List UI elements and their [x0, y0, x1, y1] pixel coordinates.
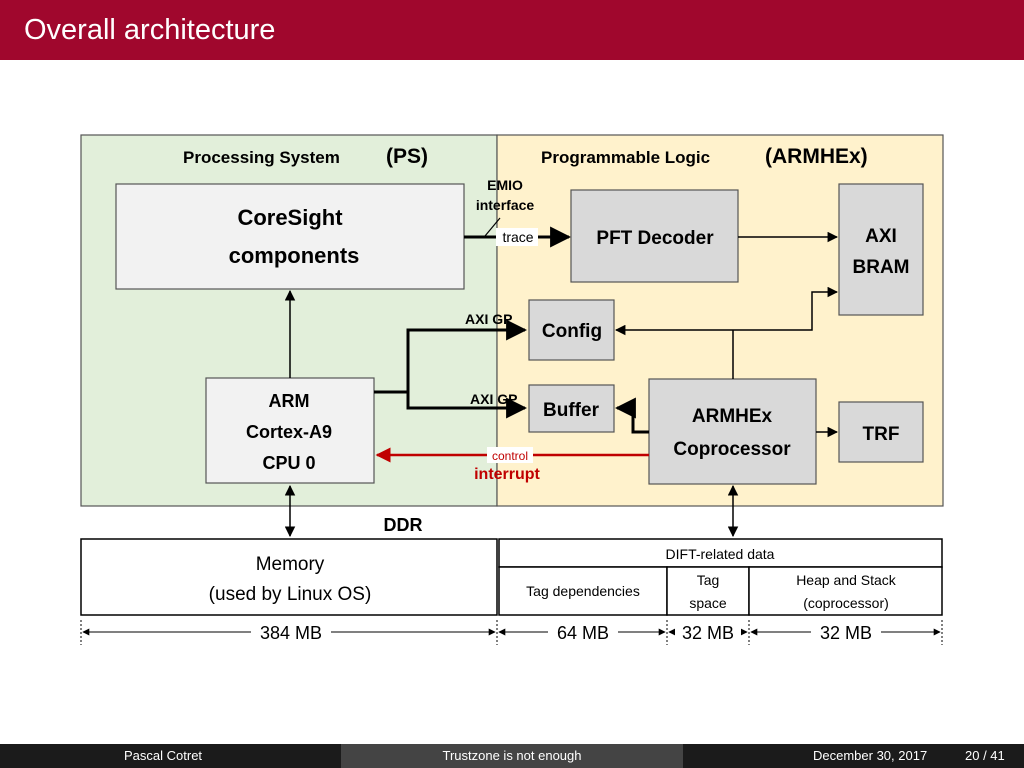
footer-author: Pascal Cotret [124, 748, 203, 763]
ddr-label: DDR [384, 515, 423, 535]
memory-line1: Memory [256, 554, 325, 575]
heap-stack-line2: (coprocessor) [803, 595, 889, 611]
coprocessor-line2: Coprocessor [673, 439, 791, 460]
title-bar: Overall architecture [0, 0, 1024, 60]
size-tagspace-label: 32 MB [682, 623, 734, 643]
config-block [528, 299, 615, 361]
footer-talk-title: Trustzone is not enough [442, 748, 582, 763]
pl-abbr: (ARMHEx) [765, 145, 868, 168]
ps-label: Processing System [183, 148, 340, 167]
emio-label-line2: interface [476, 197, 535, 213]
trf-block [838, 401, 924, 463]
ps-abbr: (PS) [386, 145, 428, 168]
emio-label-line1: EMIO [487, 177, 523, 193]
pft-decoder-block [570, 189, 739, 283]
heap-stack-cell [748, 566, 943, 616]
axi-bram-line2: BRAM [853, 257, 910, 278]
arm-cpu-line1: ARM [269, 391, 310, 411]
heap-stack-line1: Heap and Stack [796, 572, 897, 588]
arm-cpu-line2: Cortex-A9 [246, 422, 332, 442]
pft-decoder-label: PFT Decoder [596, 228, 714, 249]
coprocessor-to-buffer-arrow [614, 397, 649, 434]
axi-gp-bus-buffer [406, 392, 528, 419]
arm-cpu-line3: CPU 0 [262, 453, 315, 473]
coresight-block [115, 183, 465, 290]
tag-dependencies-label: Tag dependencies [526, 583, 640, 599]
tag-space-line1: Tag [697, 572, 720, 588]
trace-label: trace [502, 229, 533, 245]
size-tagspace-bg [675, 622, 741, 642]
architecture-diagram: Processing System (PS) Programmable Logi… [80, 134, 944, 645]
control-label: control [492, 449, 528, 463]
coresight-label-line1: CoreSight [237, 205, 343, 230]
footer-author-section: Pascal Cotret [0, 744, 341, 768]
axi-gp-label-1: AXI GP [465, 311, 512, 327]
footer-date-section: December 30, 2017 20 / 41 [683, 744, 1024, 768]
config-label: Config [542, 321, 602, 342]
size-tagdep-label: 64 MB [557, 623, 609, 643]
control-label-bg [487, 447, 533, 463]
arm-cpu-block [205, 377, 375, 484]
size-heap-bg [811, 622, 881, 642]
interrupt-label: interrupt [474, 466, 540, 483]
footer-date: December 30, 2017 [813, 748, 928, 763]
coprocessor-line1: ARMHEx [692, 406, 773, 427]
trace-label-bg [496, 228, 538, 246]
slide-title: Overall architecture [24, 14, 276, 46]
memory-line2: (used by Linux OS) [209, 584, 372, 605]
tag-space-line2: space [689, 595, 727, 611]
axi-bram-line1: AXI [865, 226, 897, 247]
coresight-label-line2: components [229, 243, 360, 268]
buffer-block [528, 384, 615, 433]
tag-dependencies-cell [498, 566, 668, 616]
footer: Pascal Cotret Trustzone is not enough De… [0, 744, 1024, 768]
coprocessor-to-bram-arrow [733, 286, 839, 331]
axi-gp-label-2: AXI GP [470, 391, 517, 407]
buffer-label: Buffer [543, 400, 600, 421]
memory-cell [80, 538, 498, 616]
size-tagdep-bg [548, 622, 618, 642]
trf-label: TRF [863, 424, 900, 445]
footer-page-number: 20 / 41 [965, 748, 1005, 763]
size-memory-label: 384 MB [260, 623, 322, 643]
axi-gp-bus-config [406, 319, 528, 392]
footer-talk-section: Trustzone is not enough [341, 744, 683, 768]
axi-bram-block [838, 183, 924, 316]
size-heap-label: 32 MB [820, 623, 872, 643]
coprocessor-block [648, 378, 817, 485]
emio-pointer [484, 217, 501, 237]
pl-label: Programmable Logic [541, 148, 710, 167]
dift-header-label: DIFT-related data [666, 546, 775, 562]
size-memory-bg [251, 622, 331, 642]
